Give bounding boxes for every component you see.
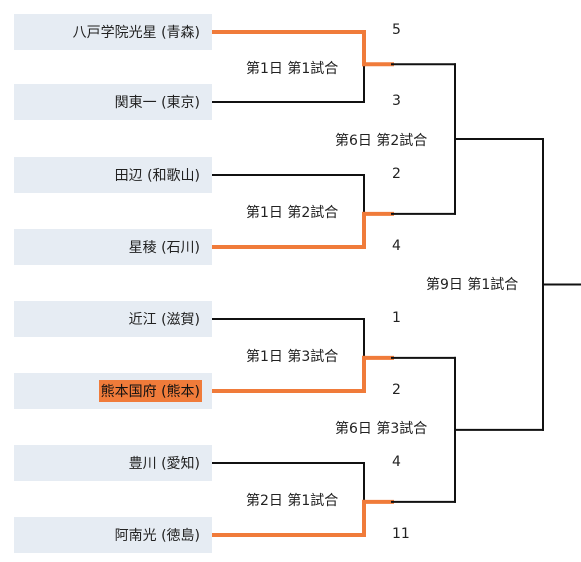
team-name: 八戸学院光星 (青森) — [72, 25, 200, 41]
team-anankou: 阿南光 (徳島) — [14, 517, 212, 553]
team-omi: 近江 (滋賀) — [14, 301, 212, 337]
team-name: 近江 (滋賀) — [128, 312, 200, 328]
team-name: 田辺 (和歌山) — [114, 168, 200, 184]
score: 2 — [392, 166, 401, 182]
match-label: 第1日 第1試合 — [246, 61, 339, 77]
match-label: 第6日 第2試合 — [335, 133, 428, 149]
team-name: 阿南光 (徳島) — [114, 528, 200, 544]
score: 11 — [392, 526, 410, 542]
team-hachinohe-gakuin-kosei: 八戸学院光星 (青森) — [14, 14, 212, 50]
score: 5 — [392, 22, 401, 38]
score: 1 — [392, 310, 401, 326]
team-kumamoto-kokufu: 熊本国府 (熊本) — [14, 373, 212, 409]
team-name: 関東一 (東京) — [114, 95, 200, 111]
score: 4 — [392, 454, 401, 470]
team-kanto-daiichi: 関東一 (東京) — [14, 84, 212, 120]
score: 4 — [392, 238, 401, 254]
team-name: 星稜 (石川) — [128, 240, 200, 256]
match-label: 第6日 第3試合 — [335, 421, 428, 437]
match-label: 第1日 第2試合 — [246, 205, 339, 221]
team-name-highlighted: 熊本国府 (熊本) — [98, 380, 202, 402]
team-seiryo: 星稜 (石川) — [14, 229, 212, 265]
score: 3 — [392, 93, 401, 109]
score: 2 — [392, 382, 401, 398]
match-label: 第9日 第1試合 — [426, 277, 519, 293]
match-label: 第2日 第1試合 — [246, 493, 339, 509]
team-tanabe: 田辺 (和歌山) — [14, 157, 212, 193]
team-name: 豊川 (愛知) — [128, 456, 200, 472]
match-label: 第1日 第3試合 — [246, 349, 339, 365]
team-toyokawa: 豊川 (愛知) — [14, 445, 212, 481]
